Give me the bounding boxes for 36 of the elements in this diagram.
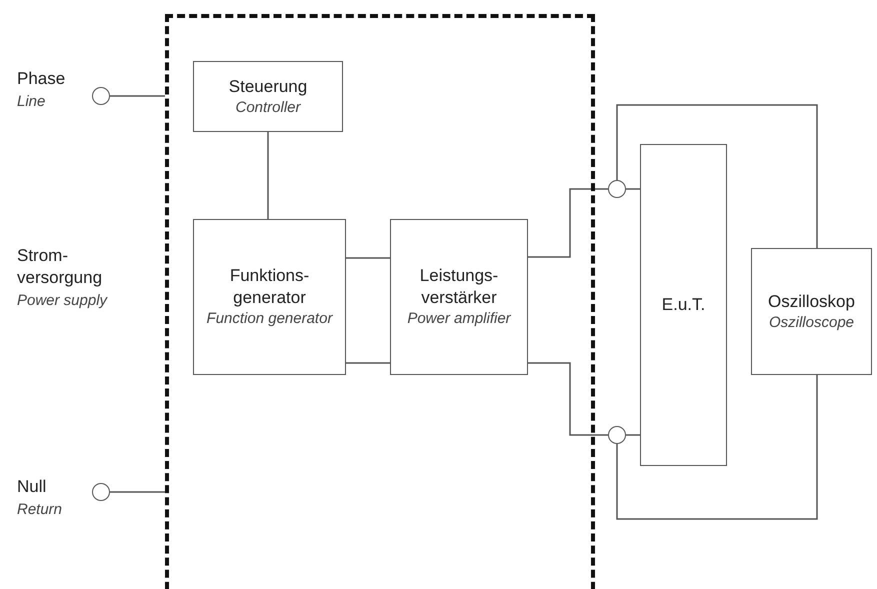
wire <box>528 188 608 258</box>
controller-box <box>193 61 343 132</box>
oscilloscope-box <box>751 248 872 375</box>
german-label: Phase <box>17 68 66 90</box>
english-label: Power amplifier <box>407 309 511 329</box>
english-label: Return <box>17 500 62 520</box>
german-label: Steuerung <box>228 76 308 98</box>
terminal-circle <box>92 483 110 501</box>
wire <box>528 362 608 436</box>
terminal-circle <box>608 180 626 198</box>
german-label: Null <box>17 476 46 498</box>
german-label: Oszilloskop <box>768 290 855 313</box>
wire <box>626 434 640 436</box>
english-label: Line <box>17 92 46 112</box>
power-amplifier-box <box>390 219 528 375</box>
function-generator-box <box>193 219 346 375</box>
german-label: E.u.T. <box>662 294 706 316</box>
english-label: Function generator <box>206 309 332 329</box>
terminal-circle <box>92 87 110 105</box>
wire <box>346 257 390 259</box>
english-label: Controller <box>235 98 301 118</box>
wire <box>267 132 269 219</box>
german-label: Funktions- generator <box>228 265 310 310</box>
wire <box>616 104 818 248</box>
german-label: Strom- versorgung <box>17 245 104 290</box>
terminal-circle <box>608 426 626 444</box>
wire <box>110 491 165 493</box>
wire <box>346 362 390 364</box>
english-label: Oszilloscope <box>768 312 854 332</box>
eut-box <box>640 144 727 466</box>
wire <box>110 95 165 97</box>
dashed-enclosure <box>165 14 595 589</box>
wire <box>616 375 818 520</box>
wire <box>626 188 640 190</box>
english-label: Power supply <box>17 291 108 310</box>
german-label: Leistungs- verstärker <box>418 265 500 310</box>
